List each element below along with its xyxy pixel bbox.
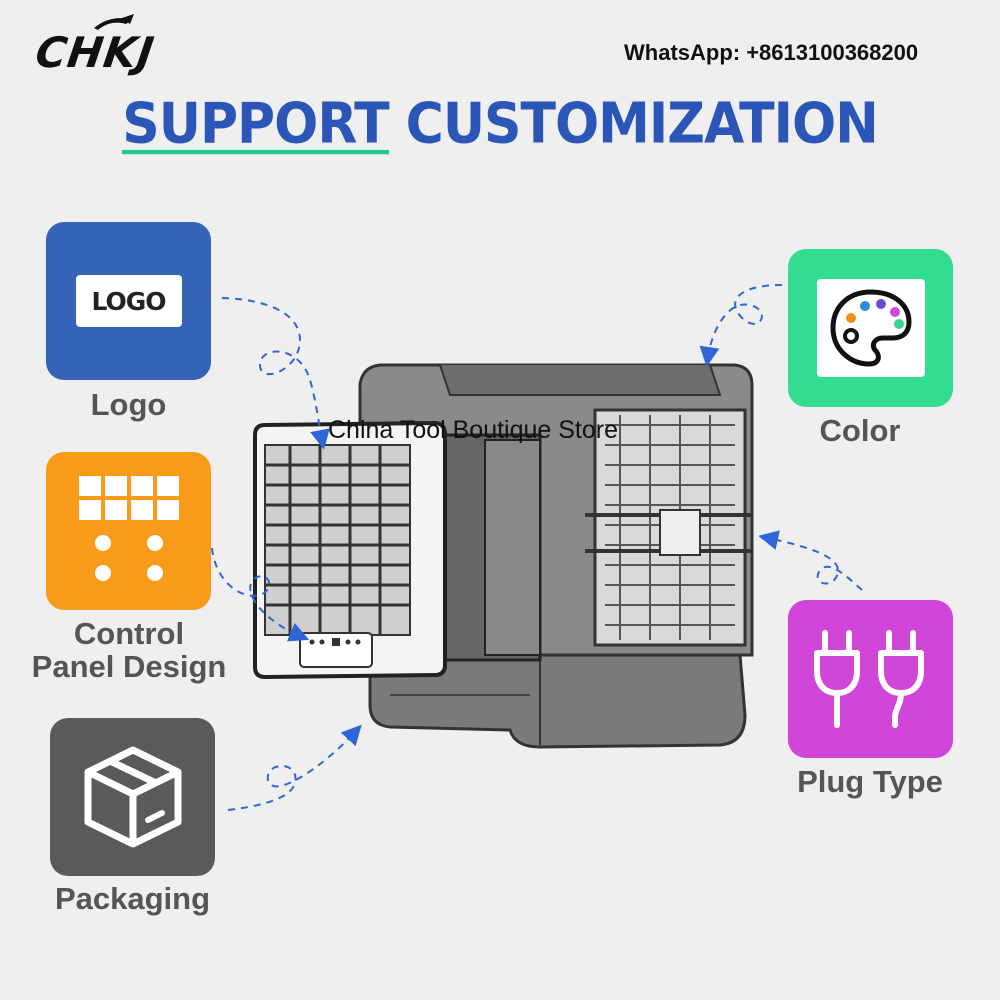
box-icon [84, 746, 181, 848]
air-cooler-illustration [253, 363, 754, 749]
brand-logo: CHKJ [33, 14, 166, 77]
arrow-logo [221, 297, 330, 450]
arrow-control-panel [211, 547, 310, 642]
packaging-tile[interactable] [50, 718, 215, 876]
title-word-customization: CUSTOMIZATION [405, 91, 879, 157]
color-tile[interactable] [788, 249, 953, 407]
whatsapp-contact[interactable]: WhatsApp: +8613100368200 [624, 40, 919, 65]
control-panel-label-line2: Panel Design [31, 649, 227, 684]
arrow-color [699, 284, 783, 367]
logo-label: Logo [90, 387, 167, 422]
plug-type-tile[interactable] [788, 600, 953, 758]
palette-icon [830, 289, 911, 367]
store-watermark: China Tool Boutique Store [328, 416, 619, 444]
plug-type-label: Plug Type [797, 764, 943, 799]
title-word-support: SUPPORT [122, 91, 390, 157]
page-title: SUPPORT CUSTOMIZATION [0, 91, 1000, 157]
packaging-label: Packaging [54, 881, 211, 916]
brand-swoosh-icon [94, 14, 134, 30]
control-panel-label: Control Panel Design [14, 617, 244, 683]
control-grid-icon [78, 476, 179, 581]
plug-icon [813, 630, 924, 728]
control-panel-label-line1: Control [73, 616, 185, 651]
color-label: Color [819, 413, 901, 448]
arrow-plug-type [758, 530, 863, 591]
color-icon-card [816, 279, 925, 377]
logo-chip: LOGO [75, 275, 182, 327]
control-panel-tile[interactable] [46, 452, 211, 610]
logo-tile[interactable]: LOGO [46, 222, 211, 380]
arrow-packaging [227, 724, 362, 811]
